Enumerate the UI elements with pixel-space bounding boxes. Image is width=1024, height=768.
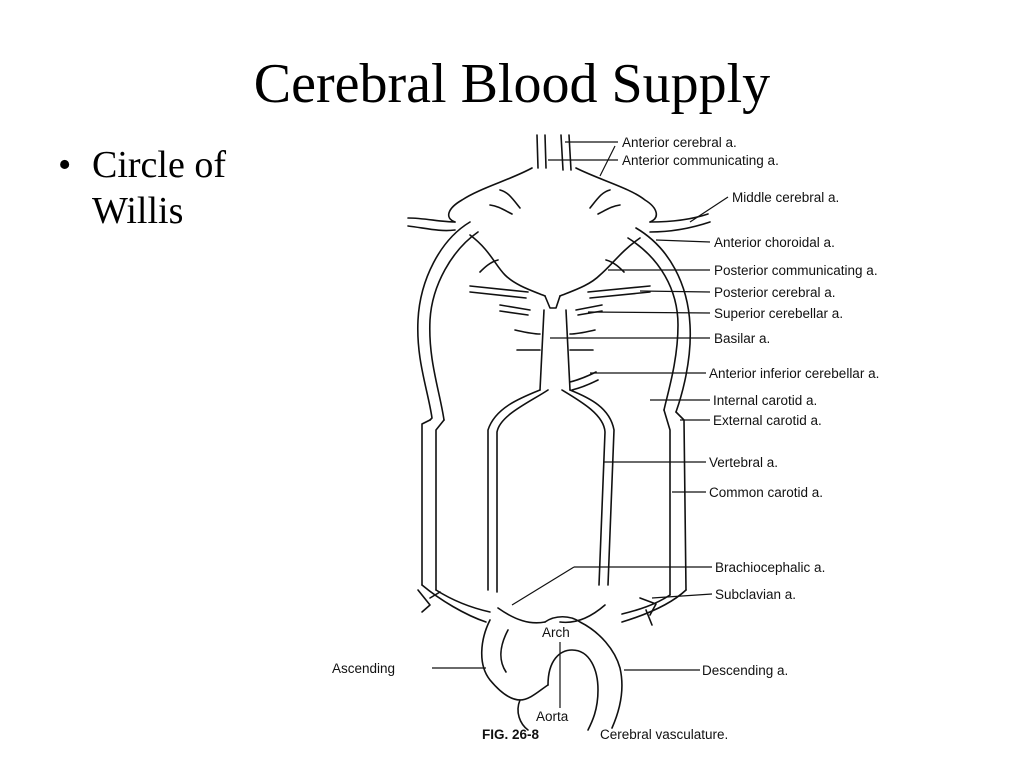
label-superior-cerebellar: Superior cerebellar a. bbox=[714, 306, 843, 321]
label-external-carotid: External carotid a. bbox=[713, 413, 822, 428]
label-basilar: Basilar a. bbox=[714, 331, 770, 346]
label-descending: Descending a. bbox=[702, 663, 788, 678]
label-ascending: Ascending bbox=[332, 661, 395, 676]
figure-number: FIG. 26-8 bbox=[482, 727, 540, 742]
vertebral-arteries-drawing bbox=[487, 389, 615, 593]
label-internal-carotid: Internal carotid a. bbox=[713, 393, 817, 408]
label-anterior-cerebral: Anterior cerebral a. bbox=[622, 135, 737, 150]
carotid-arteries-drawing bbox=[416, 221, 692, 623]
label-brachiocephalic: Brachiocephalic a. bbox=[715, 560, 825, 575]
slide-title: Cerebral Blood Supply bbox=[253, 53, 771, 115]
diagram-labels: Anterior cerebral a. Anterior communicat… bbox=[332, 135, 879, 724]
label-common-carotid: Common carotid a. bbox=[709, 485, 823, 500]
label-leader-lines bbox=[432, 141, 729, 708]
label-anterior-choroidal: Anterior choroidal a. bbox=[714, 235, 835, 250]
label-anterior-inferior-cerebellar: Anterior inferior cerebellar a. bbox=[709, 366, 879, 381]
label-posterior-cerebral: Posterior cerebral a. bbox=[714, 285, 836, 300]
label-subclavian: Subclavian a. bbox=[715, 587, 796, 602]
label-posterior-communicating: Posterior communicating a. bbox=[714, 263, 878, 278]
label-anterior-communicating: Anterior communicating a. bbox=[622, 153, 779, 168]
figure-caption-text: Cerebral vasculature. bbox=[600, 727, 728, 742]
label-vertebral: Vertebral a. bbox=[709, 455, 778, 470]
label-aorta: Aorta bbox=[536, 709, 569, 724]
circle-of-willis-drawing bbox=[407, 134, 711, 391]
bullet-dot: • bbox=[58, 144, 72, 186]
label-middle-cerebral: Middle cerebral a. bbox=[732, 190, 839, 205]
figure-caption: FIG. 26-8 Cerebral vasculature. bbox=[482, 727, 728, 742]
label-arch: Arch bbox=[542, 625, 570, 640]
aortic-arch-drawing bbox=[417, 589, 657, 731]
bullet-item-circle-of-willis: Circle of Willis bbox=[92, 144, 227, 232]
